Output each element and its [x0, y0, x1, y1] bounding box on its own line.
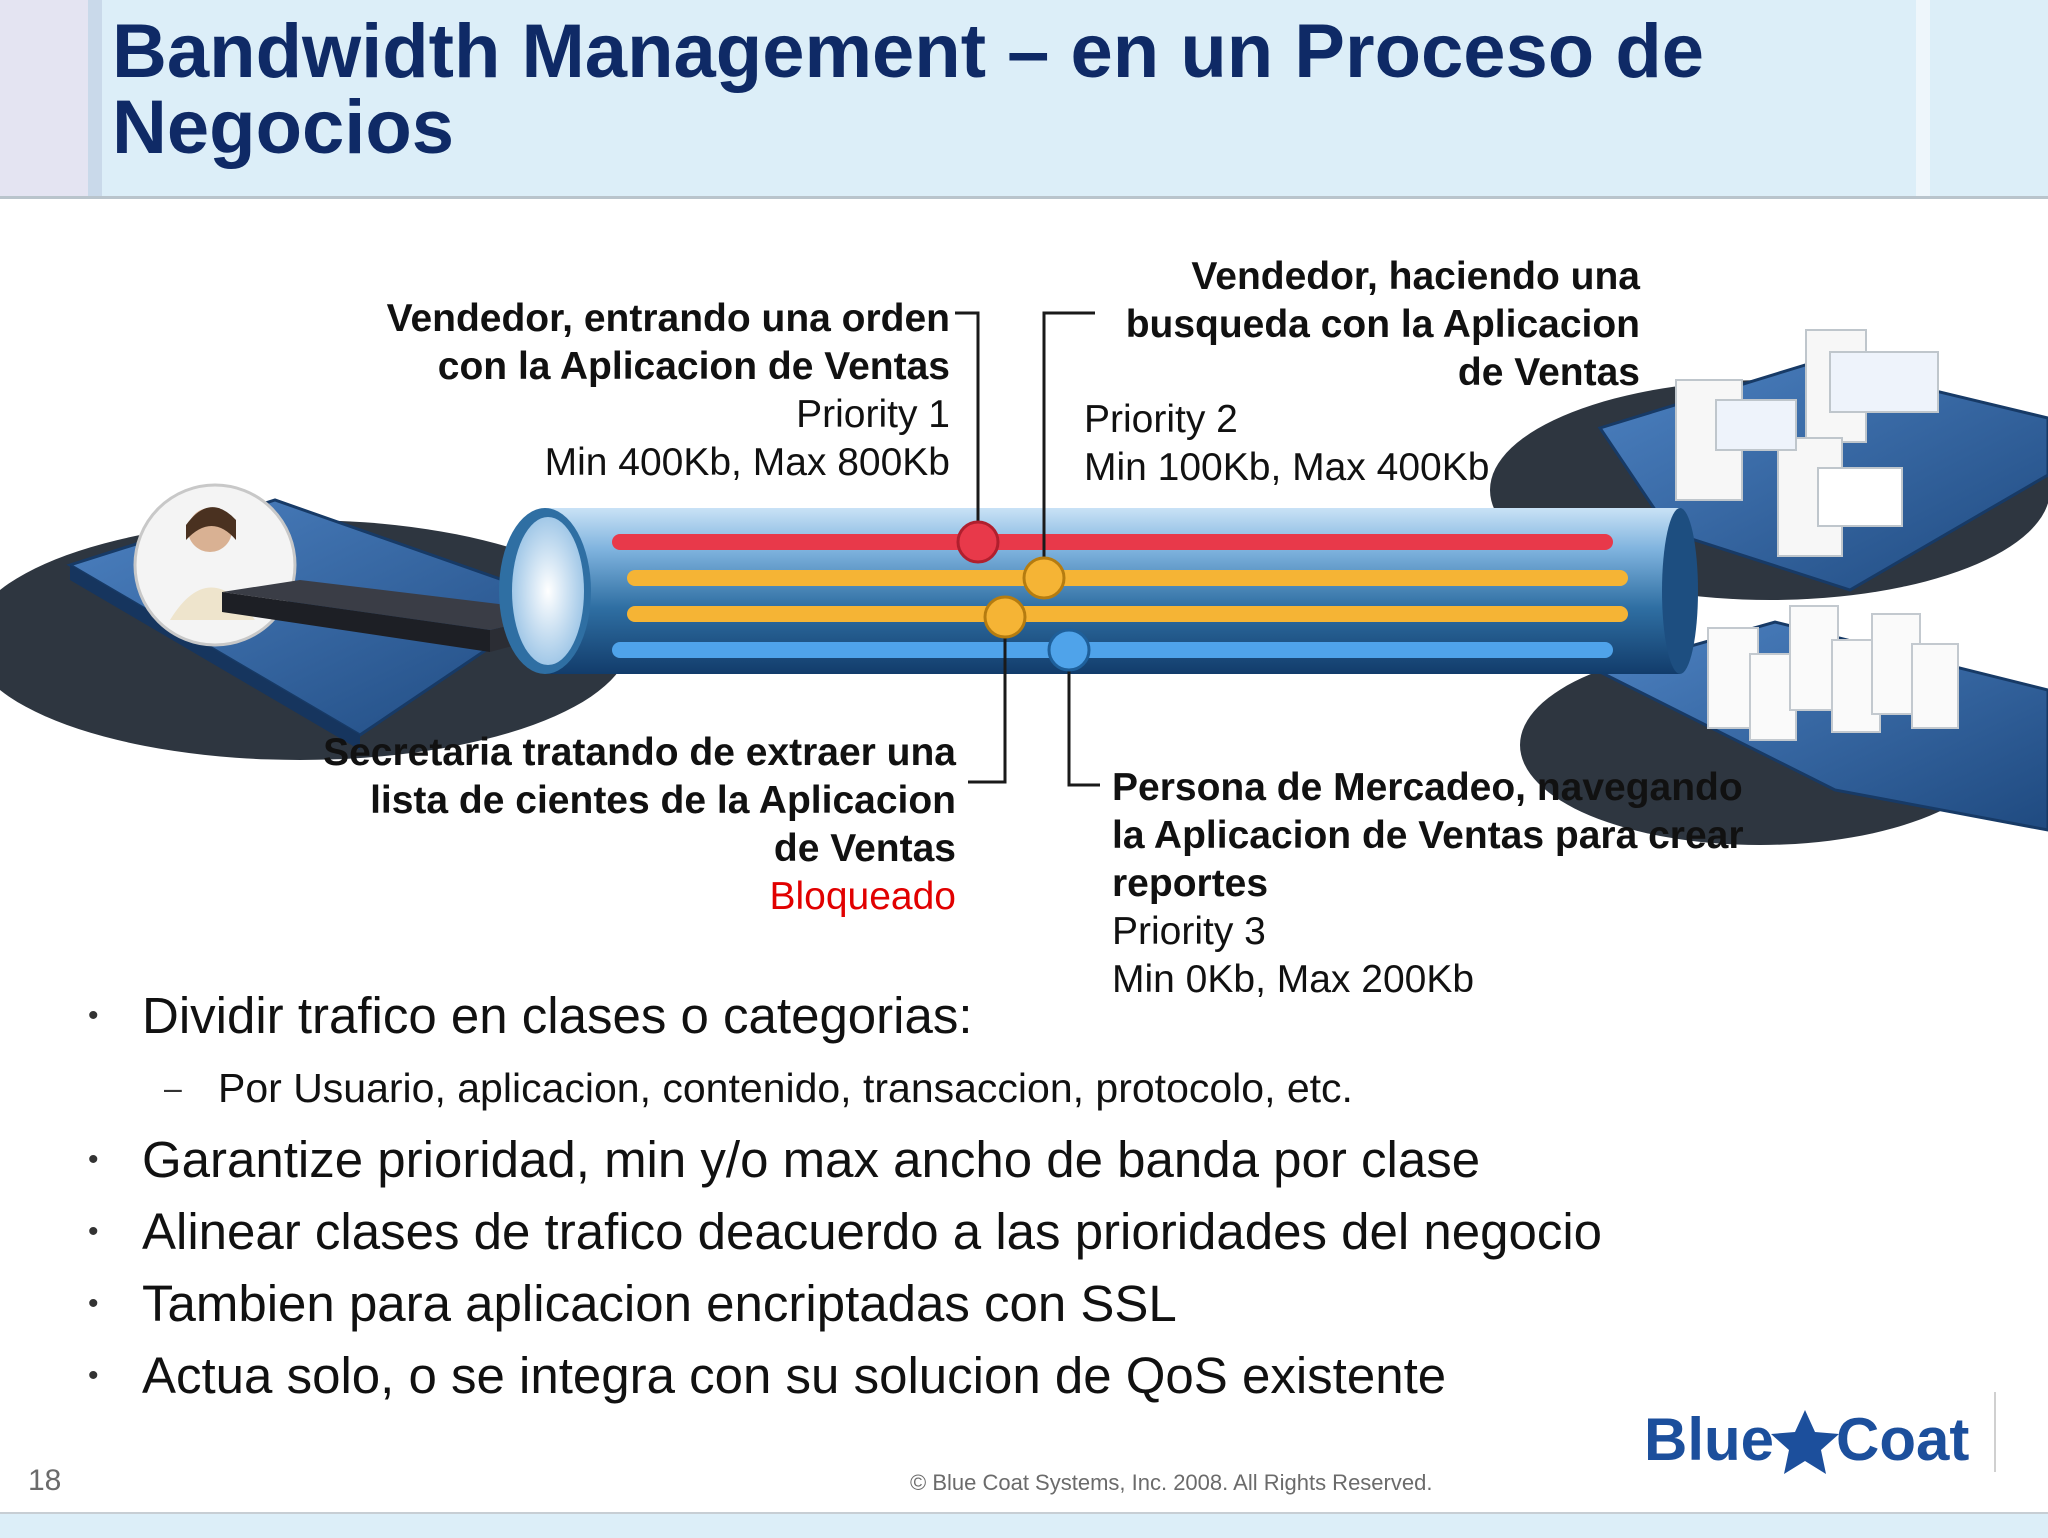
footer-bar [0, 1512, 2048, 1538]
sub-bullet-item: –Por Usuario, aplicacion, contenido, tra… [88, 1052, 1602, 1124]
bullet-dot-icon: • [88, 1359, 99, 1392]
bullet-item: • Garantize prioridad, min y/o max ancho … [88, 1124, 1602, 1196]
traffic-markers [956, 520, 1091, 672]
logo-star-icon [1771, 1410, 1839, 1474]
traffic-lines [612, 534, 1628, 658]
label-priority1-priority: Priority 1 [796, 393, 950, 436]
label-priority3-heading-1: Persona de Mercadeo, navegando [1112, 766, 1743, 809]
bandwidth-diagram [0, 311, 2048, 845]
bullet-item: • Dividir trafico en clases o categorias: [88, 980, 1602, 1052]
label-priority1-bandwidth: Min 400Kb, Max 800Kb [544, 441, 950, 484]
label-priority2-heading-2: busqueda con la Aplicacion [1125, 303, 1640, 346]
header-accent-left [0, 0, 88, 196]
slide-header: Bandwidth Management – en un Proceso de … [0, 0, 2048, 199]
server-cluster-upper [1675, 329, 1939, 557]
bullet-dot-icon: • [88, 999, 99, 1032]
label-priority2-priority: Priority 2 [1084, 398, 1238, 441]
bullet-text: Garantize prioridad, min y/o max ancho d… [142, 1131, 1481, 1188]
header-accent-right [1916, 0, 1930, 196]
label-blocked-heading-3: de Ventas [773, 827, 956, 870]
logo-text-coat: Coat [1836, 1406, 1969, 1473]
label-blocked: Secretaria tratando de extraer una lista… [296, 729, 956, 921]
bullet-item: • Tambien para aplicacion encriptadas con… [88, 1268, 1602, 1340]
priority2-marker [1022, 556, 1066, 600]
label-priority1-heading-2: con la Aplicacion de Ventas [437, 345, 950, 388]
bullet-text: Dividir trafico en clases o categorias: [142, 987, 973, 1044]
label-priority3-heading-3: reportes [1112, 862, 1269, 905]
bullet-dot-icon: • [88, 1287, 99, 1320]
label-priority3-priority: Priority 3 [1112, 910, 1266, 953]
priority3-marker [1047, 628, 1091, 672]
blocked-marker [983, 595, 1027, 639]
label-priority2-details: Priority 2 Min 100Kb, Max 400Kb [1084, 396, 1564, 492]
label-priority2-bandwidth: Min 100Kb, Max 400Kb [1084, 446, 1490, 489]
logo-divider [1994, 1392, 1996, 1472]
label-blocked-heading-1: Secretaria tratando de extraer una [323, 731, 956, 774]
bullet-dot-icon: • [88, 1215, 99, 1248]
bullet-dot-icon: • [88, 1143, 99, 1176]
copyright-text: © Blue Coat Systems, Inc. 2008. All Righ… [910, 1470, 1433, 1495]
label-blocked-heading-2: lista de cientes de la Aplicacion [370, 779, 956, 822]
bullet-list: • Dividir trafico en clases o categorias:… [88, 980, 1602, 1412]
label-priority1-heading-1: Vendedor, entrando una orden [386, 297, 950, 340]
bullet-text: Tambien para aplicacion encriptadas con … [142, 1275, 1177, 1332]
priority1-marker [956, 520, 1000, 564]
label-priority2-heading: Vendedor, haciendo una busqueda con la A… [1080, 253, 1640, 397]
label-priority3-heading-2: la Aplicacion de Ventas para crear [1112, 814, 1744, 857]
logo-text-blue: Blue [1644, 1406, 1774, 1473]
header-accent-bar [88, 0, 102, 196]
bullet-text: Por Usuario, aplicacion, contenido, tran… [218, 1065, 1353, 1111]
bullet-item: • Actua solo, o se integra con su solucio… [88, 1340, 1602, 1412]
bluecoat-logo: Blue Coat [1644, 1406, 1969, 1474]
callout-lines [955, 311, 1100, 787]
bullet-text: Actua solo, o se integra con su solucion… [142, 1347, 1447, 1404]
bullet-item: • Alinear clases de trafico deacuerdo a l… [88, 1196, 1602, 1268]
page-number: 18 [28, 1464, 62, 1497]
label-priority2-heading-3: de Ventas [1457, 351, 1640, 394]
label-priority3-bandwidth: Min 0Kb, Max 200Kb [1112, 958, 1475, 1001]
label-priority1: Vendedor, entrando una orden con la Apli… [360, 295, 950, 487]
server-cluster-lower [1707, 605, 1959, 741]
slide-title: Bandwidth Management – en un Proceso de … [112, 9, 1705, 170]
user-avatar [133, 483, 297, 647]
label-blocked-status: Bloqueado [769, 875, 956, 918]
bullet-text: Alinear clases de trafico deacuerdo a la… [142, 1203, 1603, 1260]
label-priority3: Persona de Mercadeo, navegando la Aplica… [1112, 764, 1812, 1004]
label-priority2-heading-1: Vendedor, haciendo una [1191, 255, 1640, 298]
sub-bullet-dash-icon: – [164, 1070, 182, 1106]
